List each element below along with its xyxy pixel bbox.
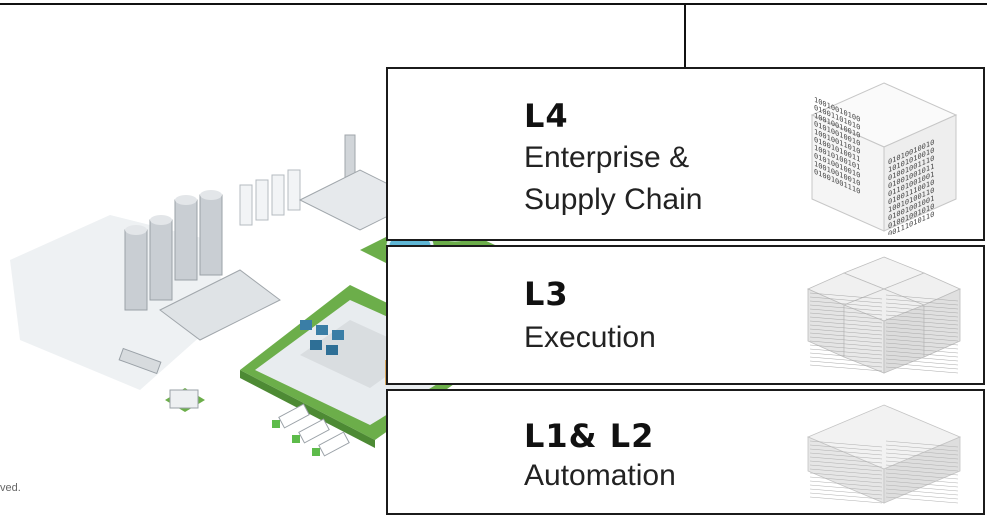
hatch-line xyxy=(885,298,959,306)
data-grid-icon xyxy=(806,404,962,504)
hatch-line xyxy=(885,314,959,322)
hatch-line xyxy=(885,492,959,500)
hatch-line xyxy=(885,448,959,456)
hatch-line xyxy=(809,356,883,364)
hatch-line xyxy=(809,348,883,356)
hatch-line xyxy=(885,488,959,496)
hatch-line xyxy=(809,496,883,504)
hatch-line xyxy=(809,444,883,452)
hatch-line xyxy=(885,362,959,370)
hatch-line xyxy=(809,316,883,324)
hatch-line xyxy=(809,324,883,332)
hatch-line xyxy=(809,312,883,320)
hatch-line xyxy=(809,468,883,476)
top-connector-line xyxy=(0,3,987,5)
hatch-line xyxy=(809,296,883,304)
tier-l3-desc-line1: Execution xyxy=(524,321,656,354)
hatch-line xyxy=(809,340,883,348)
hatch-line xyxy=(809,364,883,372)
hatch-line xyxy=(809,452,883,460)
tier-l1l2-box: L1& L2 Automation xyxy=(386,389,985,515)
hatch-line xyxy=(885,346,959,354)
hatch-line xyxy=(885,310,959,318)
hatch-line xyxy=(809,292,883,300)
hatch-line xyxy=(809,488,883,496)
hatch-line xyxy=(885,496,959,504)
hatch-line xyxy=(885,318,959,326)
hatch-line xyxy=(809,336,883,344)
data-blocks-icon xyxy=(807,256,961,374)
hatch-line xyxy=(809,480,883,488)
hatch-line xyxy=(809,332,883,340)
hatch-line xyxy=(885,322,959,330)
hatch-line xyxy=(809,460,883,468)
hatch-line xyxy=(885,330,959,338)
hatch-line xyxy=(809,472,883,480)
hatch-line xyxy=(885,468,959,476)
tier-l4-box: L4 Enterprise & Supply Chain 10010010100… xyxy=(386,67,985,241)
hatch-line xyxy=(885,440,959,448)
hatch-line xyxy=(885,358,959,366)
hatch-line xyxy=(885,366,959,374)
hatch-line xyxy=(885,302,959,310)
hatch-line xyxy=(885,444,959,452)
hatch-line xyxy=(809,328,883,336)
hatch-line xyxy=(809,440,883,448)
hatch-line xyxy=(809,492,883,500)
hatch-line xyxy=(809,308,883,316)
hatch-line xyxy=(809,344,883,352)
hatch-line xyxy=(809,448,883,456)
hatch-line xyxy=(809,360,883,368)
hatch-line xyxy=(885,484,959,492)
hatch-line xyxy=(809,464,883,472)
hatch-line xyxy=(885,472,959,480)
hatch-line xyxy=(809,304,883,312)
hatch-line xyxy=(885,460,959,468)
hatch-line xyxy=(809,456,883,464)
hatch-line xyxy=(885,338,959,346)
hatch-line xyxy=(809,484,883,492)
tier-l3-level: L3 xyxy=(524,275,569,313)
hatch-line xyxy=(809,352,883,360)
hatch-line xyxy=(809,320,883,328)
hatch-line xyxy=(885,350,959,358)
vertical-connector-line xyxy=(684,3,686,68)
hatch-line xyxy=(809,300,883,308)
binary-cube-icon: 1001001010001010010010010011010101010101… xyxy=(810,82,958,235)
hatch-line xyxy=(885,464,959,472)
hatch-line xyxy=(885,294,959,302)
tier-l4-level: L4 xyxy=(524,97,569,135)
footer-text: ved. xyxy=(0,482,21,494)
hatch-line xyxy=(885,480,959,488)
hatch-line xyxy=(885,354,959,362)
hatch-line xyxy=(809,476,883,484)
tier-l1l2-level: L1& L2 xyxy=(524,417,655,455)
hatch-line xyxy=(885,476,959,484)
hatch-line xyxy=(885,452,959,460)
hatch-line xyxy=(885,342,959,350)
hatch-line xyxy=(885,326,959,334)
hatch-line xyxy=(885,456,959,464)
tier-l1l2-desc-line1: Automation xyxy=(524,459,676,492)
hatch-line xyxy=(885,334,959,342)
tier-l3-box: L3 Execution xyxy=(386,245,985,385)
hatch-line xyxy=(885,306,959,314)
tier-l4-desc-line2: Supply Chain xyxy=(524,183,703,216)
tier-l4-desc-line1: Enterprise & xyxy=(524,141,690,174)
